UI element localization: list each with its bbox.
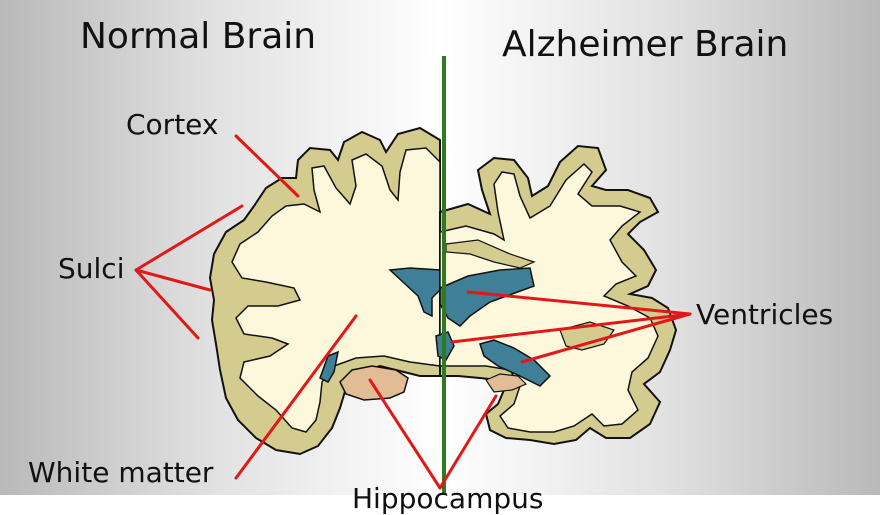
normal-white-matter bbox=[231, 147, 441, 433]
alzheimer-ventricle-lower bbox=[479, 339, 552, 387]
ventricles-pointer-1 bbox=[466, 290, 692, 316]
hippocampus-label: Hippocampus bbox=[352, 482, 544, 515]
sulci-label: Sulci bbox=[58, 252, 125, 285]
cortex-label: Cortex bbox=[126, 108, 219, 141]
ventricles-label: Ventricles bbox=[696, 298, 834, 331]
white-matter-label: White matter bbox=[28, 456, 214, 489]
cortex-pointer bbox=[234, 134, 300, 198]
hippocampus-pointer-1 bbox=[368, 378, 442, 490]
ventricles-pointer-3 bbox=[520, 312, 692, 364]
normal-ventricle-lower bbox=[319, 350, 340, 383]
white-matter-pointer bbox=[234, 314, 358, 480]
sulci-pointer-3 bbox=[134, 268, 200, 340]
brain-comparison-diagram bbox=[134, 56, 692, 495]
alzheimer-brain-title: Alzheimer Brain bbox=[502, 24, 789, 65]
sulci-pointer-1 bbox=[134, 204, 244, 272]
normal-brain-title: Normal Brain bbox=[80, 16, 317, 57]
alzheimer-ventricle-upper bbox=[439, 267, 535, 327]
ventricles-pointer-2 bbox=[450, 312, 692, 344]
hippocampus-pointer-2 bbox=[438, 394, 498, 490]
normal-hippocampus bbox=[339, 365, 409, 401]
alzheimer-white-matter bbox=[439, 162, 659, 433]
normal-ventricle-upper bbox=[388, 267, 441, 318]
sulci-pointer-2 bbox=[134, 268, 212, 292]
alzheimer-hippocampus bbox=[485, 373, 528, 393]
